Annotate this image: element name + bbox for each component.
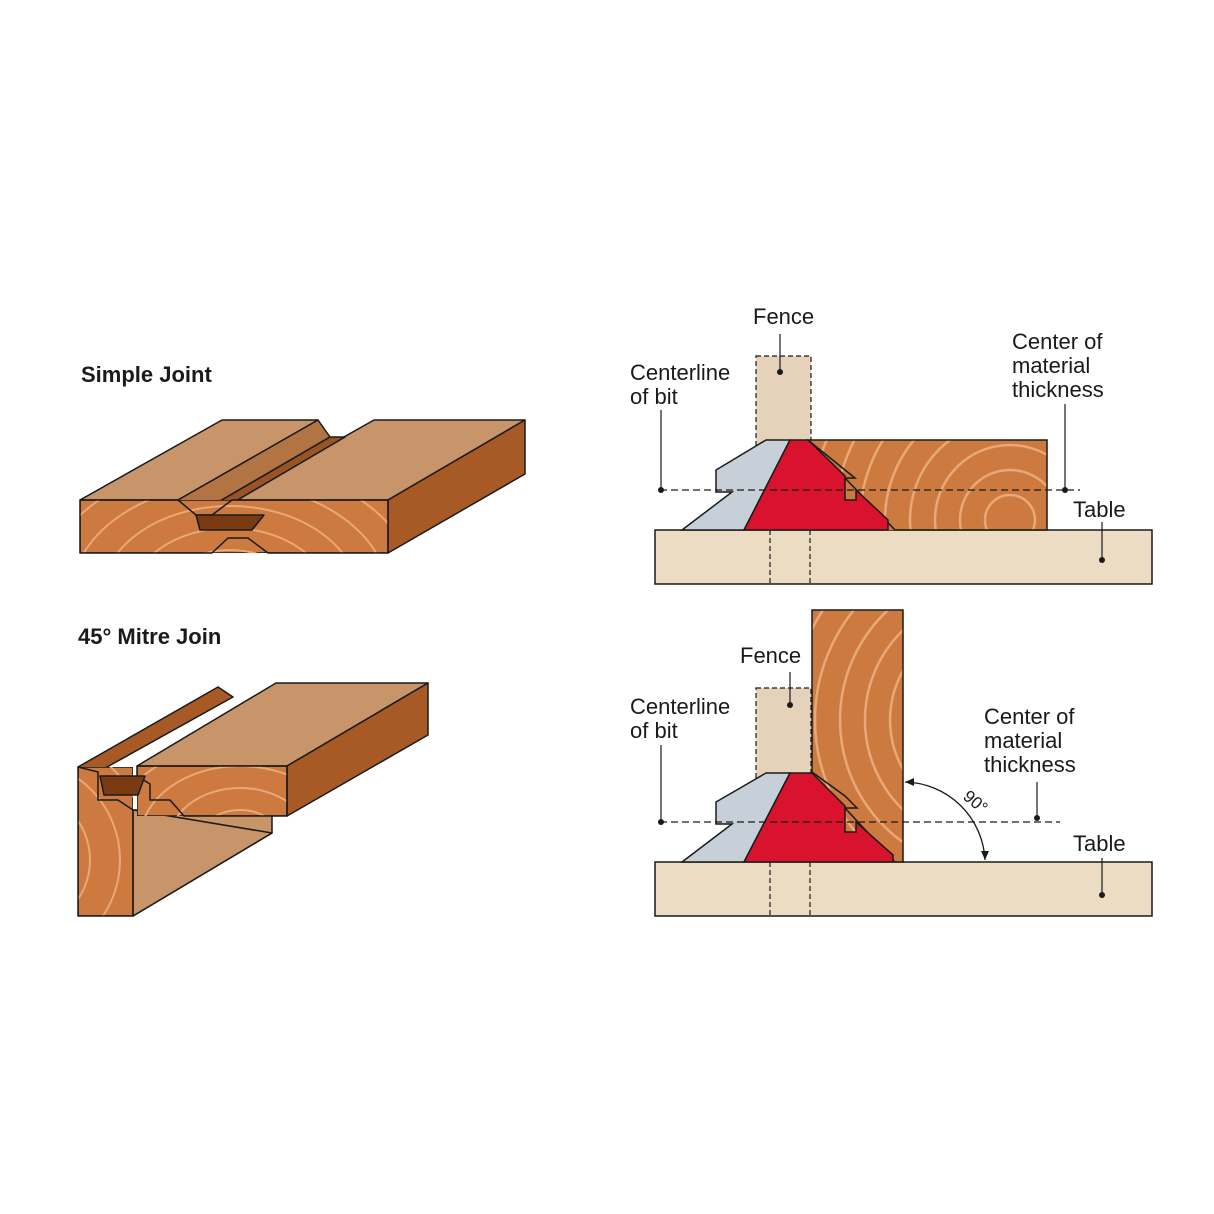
mitre-joint-vertical-end xyxy=(77,766,134,917)
bottom-center-thickness-label: Center of material thickness xyxy=(984,704,1076,777)
simple-joint-illustration xyxy=(79,419,526,554)
bottom-setup-diagram: 90° xyxy=(654,609,1153,917)
top-table xyxy=(654,529,1153,585)
bottom-right-angle-arc xyxy=(904,781,986,861)
bottom-table xyxy=(654,861,1153,917)
top-table-label: Table xyxy=(1073,497,1126,522)
simple-joint-groove-end xyxy=(195,514,265,531)
mitre-joint-illustration xyxy=(77,682,429,917)
top-fence xyxy=(755,355,812,447)
bottom-table-label: Table xyxy=(1073,831,1126,856)
simple-joint-title: Simple Joint xyxy=(81,362,212,387)
top-setup-diagram xyxy=(654,334,1153,585)
top-fence-label: Fence xyxy=(753,304,815,329)
mitre-joint-tongue xyxy=(99,775,146,796)
angle-label: 90° xyxy=(959,787,991,818)
top-centerline-label: Centerline of bit xyxy=(630,360,731,409)
top-cutter-carbide xyxy=(742,439,889,531)
bottom-fence-label: Fence xyxy=(740,643,802,668)
bottom-centerline-label: Centerline of bit xyxy=(630,694,731,743)
top-center-thickness-label: Center of material thickness xyxy=(1012,329,1104,402)
mitre-joint-title: 45° Mitre Join xyxy=(78,624,222,649)
bottom-fence xyxy=(755,687,812,779)
bottom-cutter-carbide xyxy=(742,772,894,863)
